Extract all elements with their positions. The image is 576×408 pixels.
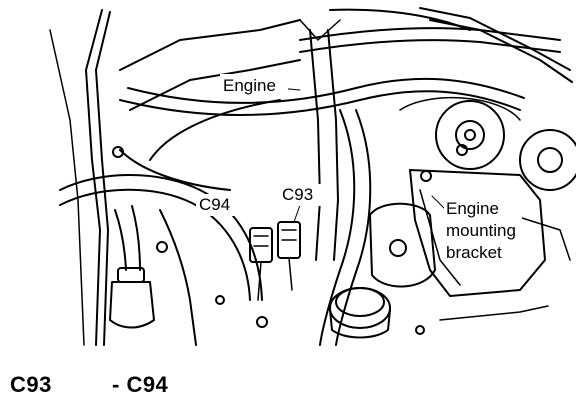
label-engine: Engine [223,76,276,95]
label-bracket-line3: bracket [446,243,502,262]
label-bracket-line2: mounting [446,221,516,240]
caption-c94: - C94 [112,372,169,397]
label-c94: C94 [199,195,230,214]
caption-c93: C93 [10,372,52,397]
engine-line-art [49,7,576,346]
label-c93: C93 [282,185,313,204]
diagram-labels: Engine C94 C93 Engine mounting bracket [196,74,522,262]
engine-connector-diagram: Engine C94 C93 Engine mounting bracket [49,7,576,346]
label-bracket-line1: Engine [446,199,499,218]
